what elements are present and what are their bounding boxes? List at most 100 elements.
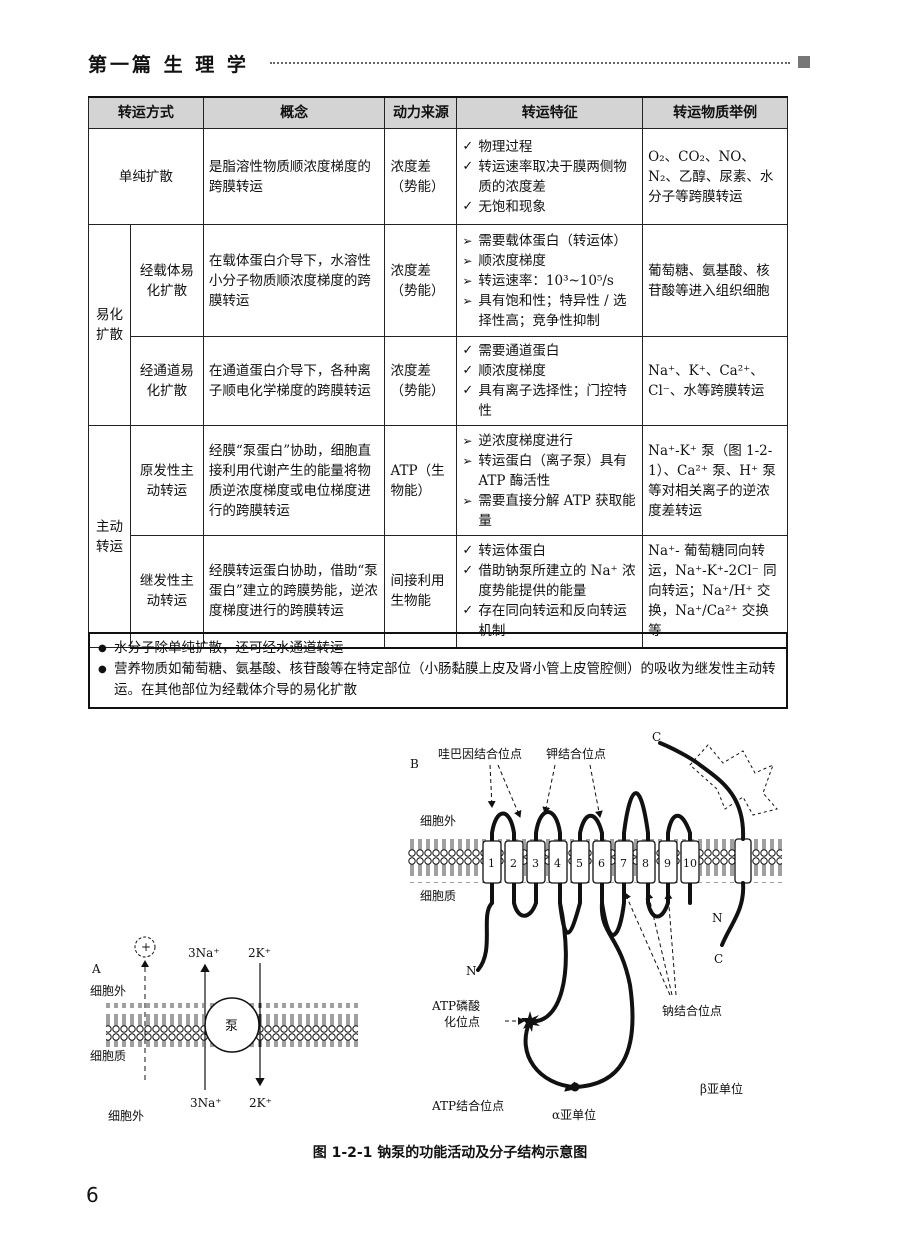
list-item: 顺浓度梯度 bbox=[462, 251, 637, 271]
panel-a: A 细胞外 细胞质 细胞外 泵 + 3Na⁺ 2K⁺ 3Na⁺ 2K⁺ bbox=[90, 936, 358, 1123]
col-header-examples: 转运物质举例 bbox=[642, 96, 788, 129]
note-item: 水分子除单纯扩散，还可经水通道转运 bbox=[98, 638, 778, 659]
phosphorylation-star bbox=[521, 1011, 540, 1032]
simple-diffusion-concept: 是脂溶性物质顺浓度梯度的跨膜转运 bbox=[202, 128, 386, 225]
panel-b-extracellular: 细胞外 bbox=[420, 814, 456, 828]
secondary-features: 转运体蛋白 借助钠泵所建立的 Na⁺ 浓度势能提供的能量 存在同向转运和反向转运… bbox=[456, 535, 644, 649]
atp-phos-label-1: ATP磷酸 bbox=[431, 998, 480, 1013]
secondary-type: 继发性主动转运 bbox=[129, 535, 204, 649]
primary-concept: 经膜“泵蛋白”协助，细胞直接利用代谢产生的能量将物质逆浓度梯度或电位梯度进行的跨… bbox=[202, 425, 386, 536]
list-item: 顺浓度梯度 bbox=[462, 361, 637, 381]
charge-circle bbox=[134, 936, 156, 958]
segment-label: 1 bbox=[488, 857, 495, 870]
secondary-concept: 经膜转运蛋白协助，借助“泵蛋白”建立的跨膜势能，逆浓度梯度进行的跨膜转运 bbox=[202, 535, 386, 649]
secondary-power: 间接利用生物能 bbox=[384, 535, 458, 649]
panel-a-cytoplasm: 细胞质 bbox=[90, 1049, 126, 1063]
col-header-power: 动力来源 bbox=[384, 96, 458, 129]
list-item: 转运蛋白（离子泵）具有ATP 酶活性 bbox=[462, 451, 637, 491]
pump-label: 泵 bbox=[225, 1019, 238, 1034]
col-header-mode: 转运方式 bbox=[88, 96, 204, 129]
panel-b-cytoplasm: 细胞质 bbox=[420, 889, 456, 903]
table-row: 易化扩散 经载体易化扩散 在载体蛋白介导下，水溶性小分子物质顺浓度梯度的跨膜转运… bbox=[88, 224, 788, 426]
table-row: 继发性主动转运 经膜转运蛋白协助，借助“泵蛋白”建立的跨膜势能，逆浓度梯度进行的… bbox=[89, 535, 788, 649]
list-item: 物理过程 bbox=[462, 137, 637, 157]
panel-a-label: A bbox=[91, 962, 101, 976]
ouabain-site-label: 哇巴因结合位点 bbox=[438, 746, 522, 761]
carrier-concept: 在载体蛋白介导下，水溶性小分子物质顺浓度梯度的跨膜转运 bbox=[202, 224, 386, 337]
header-rule bbox=[270, 62, 790, 64]
carrier-features: 需要载体蛋白（转运体） 顺浓度梯度 转运速率：10³~10⁵/s 具有饱和性；特… bbox=[456, 224, 644, 337]
channel-type: 经通道易化扩散 bbox=[129, 336, 204, 426]
list-item: 转运速率：10³~10⁵/s bbox=[462, 271, 637, 291]
carrier-type: 经载体易化扩散 bbox=[129, 224, 204, 337]
beta-label: β亚单位 bbox=[700, 1081, 743, 1096]
na-site-label: 钠结合位点 bbox=[662, 1003, 722, 1018]
tm-segments bbox=[482, 840, 700, 884]
table-row: 经通道易化扩散 在通道蛋白介导下，各种离子顺电化学梯度的跨膜转运 浓度差（势能）… bbox=[89, 336, 788, 426]
n-beta-label: N bbox=[712, 911, 723, 925]
beta-chain bbox=[658, 741, 746, 947]
carrier-power: 浓度差（势能） bbox=[384, 224, 458, 337]
na-bottom-label: 3Na⁺ bbox=[190, 1096, 222, 1110]
na-top-label: 3Na⁺ bbox=[188, 946, 220, 960]
list-item: 具有离子选择性；门控特性 bbox=[462, 381, 637, 421]
k-bottom-label: 2K⁺ bbox=[249, 1096, 272, 1110]
list-item: 需要通道蛋白 bbox=[462, 341, 637, 361]
k-top-label: 2K⁺ bbox=[248, 946, 271, 960]
atp-bind-label: ATP结合位点 bbox=[431, 1098, 504, 1113]
segment-label: 5 bbox=[576, 857, 583, 870]
segment-label: 8 bbox=[642, 857, 649, 870]
site-pointers bbox=[487, 764, 677, 1092]
table-row: 单纯扩散 是脂溶性物质顺浓度梯度的跨膜转运 浓度差（势能） 物理过程 转运速率取… bbox=[88, 128, 788, 225]
beta-segment bbox=[734, 838, 752, 884]
page-header: 第一篇 生 理 学 bbox=[88, 50, 810, 78]
k-site-label: 钾结合位点 bbox=[546, 746, 606, 761]
primary-features: 逆浓度梯度进行 转运蛋白（离子泵）具有ATP 酶活性 需要直接分解 ATP 获取… bbox=[456, 425, 644, 536]
list-item: 需要直接分解 ATP 获取能量 bbox=[462, 491, 637, 531]
charge-plus: + bbox=[141, 940, 151, 954]
atp-binding-dot bbox=[570, 1082, 580, 1092]
list-item: 逆浓度梯度进行 bbox=[462, 431, 637, 451]
channel-features: 需要通道蛋白 顺浓度梯度 具有离子选择性；门控特性 bbox=[456, 336, 644, 426]
note-box: 水分子除单纯扩散，还可经水通道转运 营养物质如葡萄糖、氨基酸、核苷酸等在特定部位… bbox=[88, 632, 788, 709]
primary-power: ATP（生物能） bbox=[384, 425, 458, 536]
primary-examples: Na⁺-K⁺ 泵（图 1-2-1）、Ca²⁺ 泵、H⁺ 泵等对相关离子的逆浓度差… bbox=[642, 425, 788, 536]
active-transport-group: 主动转运 bbox=[88, 425, 131, 648]
sodium-pump-figure: A 细胞外 细胞质 细胞外 泵 + 3Na⁺ 2K⁺ 3Na⁺ 2K⁺ B 哇巴… bbox=[90, 730, 782, 1123]
atp-phos-label-2: 化位点 bbox=[444, 1014, 480, 1029]
page-number: 6 bbox=[86, 1183, 99, 1207]
carrier-examples: 葡萄糖、氨基酸、核苷酸等进入组织细胞 bbox=[642, 224, 788, 337]
table-header-row: 转运方式 概念 动力来源 转运特征 转运物质举例 bbox=[88, 96, 788, 129]
channel-examples: Na⁺、K⁺、Ca²⁺、Cl⁻、水等跨膜转运 bbox=[642, 336, 788, 426]
note-item: 营养物质如葡萄糖、氨基酸、核苷酸等在特定部位（小肠黏膜上皮及肾小管上皮管腔侧）的… bbox=[98, 659, 778, 701]
panel-a-extracellular-top: 细胞外 bbox=[90, 984, 126, 998]
list-item: 无饱和现象 bbox=[462, 197, 637, 217]
list-item: 具有饱和性；特异性 / 选择性高；竞争性抑制 bbox=[462, 291, 637, 331]
simple-diffusion-features: 物理过程 转运速率取决于膜两侧物质的浓度差 无饱和现象 bbox=[456, 128, 644, 225]
channel-concept: 在通道蛋白介导下，各种离子顺电化学梯度的跨膜转运 bbox=[202, 336, 386, 426]
col-header-features: 转运特征 bbox=[456, 96, 644, 129]
list-item: 转运速率取决于膜两侧物质的浓度差 bbox=[462, 157, 637, 197]
secondary-examples: Na⁺- 葡萄糖同向转运，Na⁺-K⁺-2Cl⁻ 同向转运；Na⁺/H⁺ 交换，… bbox=[642, 535, 788, 649]
segment-label: 4 bbox=[554, 857, 561, 870]
list-item: 存在同向转运和反向转运机制 bbox=[462, 601, 637, 641]
table-row: 主动转运 原发性主动转运 经膜“泵蛋白”协助，细胞直接利用代谢产生的能量将物质逆… bbox=[88, 425, 788, 648]
panel-b-label: B bbox=[410, 757, 419, 771]
list-item: 借助钠泵所建立的 Na⁺ 浓度势能提供的能量 bbox=[462, 561, 637, 601]
c-beta-label: C bbox=[714, 952, 723, 966]
header-square bbox=[798, 56, 810, 68]
alpha-backbone bbox=[476, 791, 692, 1089]
col-header-concept: 概念 bbox=[202, 96, 386, 129]
facilitated-diffusion-group: 易化扩散 bbox=[88, 224, 131, 426]
channel-power: 浓度差（势能） bbox=[384, 336, 458, 426]
segment-label: 7 bbox=[620, 857, 627, 870]
beta-glycosylation bbox=[689, 744, 778, 816]
alpha-label: α亚单位 bbox=[552, 1107, 596, 1122]
primary-type: 原发性主动转运 bbox=[129, 425, 204, 536]
list-item: 需要载体蛋白（转运体） bbox=[462, 231, 637, 251]
segment-label: 9 bbox=[664, 857, 671, 870]
panel-a-extracellular-bottom: 细胞外 bbox=[108, 1109, 144, 1123]
chapter-title: 第一篇 生 理 学 bbox=[88, 54, 249, 76]
segment-label: 10 bbox=[683, 857, 697, 870]
simple-diffusion-type: 单纯扩散 bbox=[88, 128, 204, 225]
